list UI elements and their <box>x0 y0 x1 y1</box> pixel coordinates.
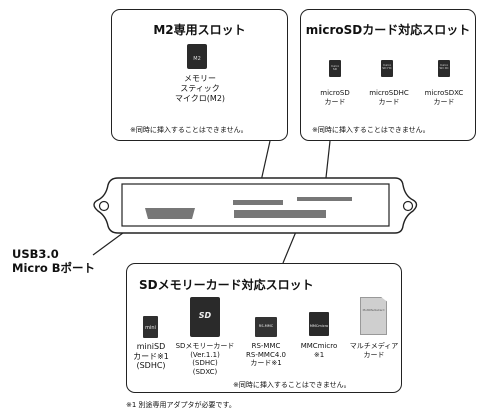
sd-card-label: SDメモリーカード (Ver.1.1) (SDHC) (SDXC) <box>175 342 235 376</box>
microsdxc-card-text: micro SD XC <box>439 63 449 70</box>
microsd-card-label: microSD カード <box>320 89 350 106</box>
microsd-panel-title: microSDカード対応スロット <box>305 23 471 37</box>
microsdhc-card-label: microSDHC カード <box>369 89 409 106</box>
m2-card-label: メモリー スティック マイクロ(M2) <box>174 74 226 103</box>
mmcmicro-card-image: MMCmicro <box>309 312 329 336</box>
rs-mmc-card-label: RS-MMC RS-MMC4.0 カード※1 <box>246 342 286 367</box>
multimedia-card-label: マルチメディア カード <box>349 342 399 359</box>
microsdxc-card-image: micro SD XC <box>438 60 450 77</box>
rs-mmc-card-text: RS-MMC <box>258 324 274 328</box>
microsdhc-card-image: micro SD HC <box>381 60 393 77</box>
sd-slot <box>234 210 326 218</box>
usb-port-label-line1: USB3.0 <box>12 247 59 261</box>
microsd-card-image: micro SD <box>329 60 341 77</box>
multimedia-card-text: MultiMediaCard <box>362 308 385 312</box>
memory-stick-micro-card-text: M2 <box>193 56 201 62</box>
sd-panel-title: SDメモリーカード対応スロット <box>139 278 314 292</box>
sd-panel-note: ※同時に挿入することはできません。 <box>233 381 351 389</box>
microsd-panel-note: ※同時に挿入することはできません。 <box>312 126 430 134</box>
minisd-card-text: mini <box>145 325 156 331</box>
right-screw-hole <box>402 200 414 212</box>
microsd-slot-panel: microSDカード対応スロット micro SD microSD カード mi… <box>300 9 476 141</box>
footnote: ※1 別途専用アダプタが必要です。 <box>126 401 236 409</box>
mmcmicro-card-text: MMCmicro <box>309 324 329 328</box>
m2-panel-title: M2専用スロット <box>153 23 246 37</box>
sd-card-image: SD <box>190 297 220 337</box>
microsd-card-text: micro SD <box>330 64 340 71</box>
sd-card-text: SD <box>198 311 212 320</box>
usb-port-label-line2: Micro Bポート <box>12 261 96 275</box>
minisd-card-image: mini <box>143 316 158 338</box>
usb-port-label: USB3.0 Micro Bポート <box>12 247 95 275</box>
card-reader-device <box>93 177 418 234</box>
multimedia-card-image: MultiMediaCard <box>360 297 387 335</box>
usb-micro-b-port <box>145 208 195 219</box>
microsdxc-card-label: microSDXC カード <box>424 89 464 106</box>
m2-panel-note: ※同時に挿入することはできません。 <box>130 126 248 134</box>
m2-slot <box>233 200 283 205</box>
microsdhc-card-text: micro SD HC <box>382 63 392 70</box>
minisd-card-label: miniSD カード※1 (SDHC) <box>133 342 169 370</box>
rs-mmc-card-image: RS-MMC <box>255 317 277 337</box>
memory-stick-micro-card: M2 <box>187 44 207 69</box>
mmcmicro-card-label: MMCmicro ※1 <box>300 342 338 359</box>
left-screw-hole <box>98 200 110 212</box>
microsd-slot <box>297 197 352 201</box>
sd-slot-panel: SDメモリーカード対応スロット mini miniSD カード※1 (SDHC)… <box>126 263 402 393</box>
m2-slot-panel: M2専用スロット M2 メモリー スティック マイクロ(M2) ※同時に挿入する… <box>111 9 288 141</box>
